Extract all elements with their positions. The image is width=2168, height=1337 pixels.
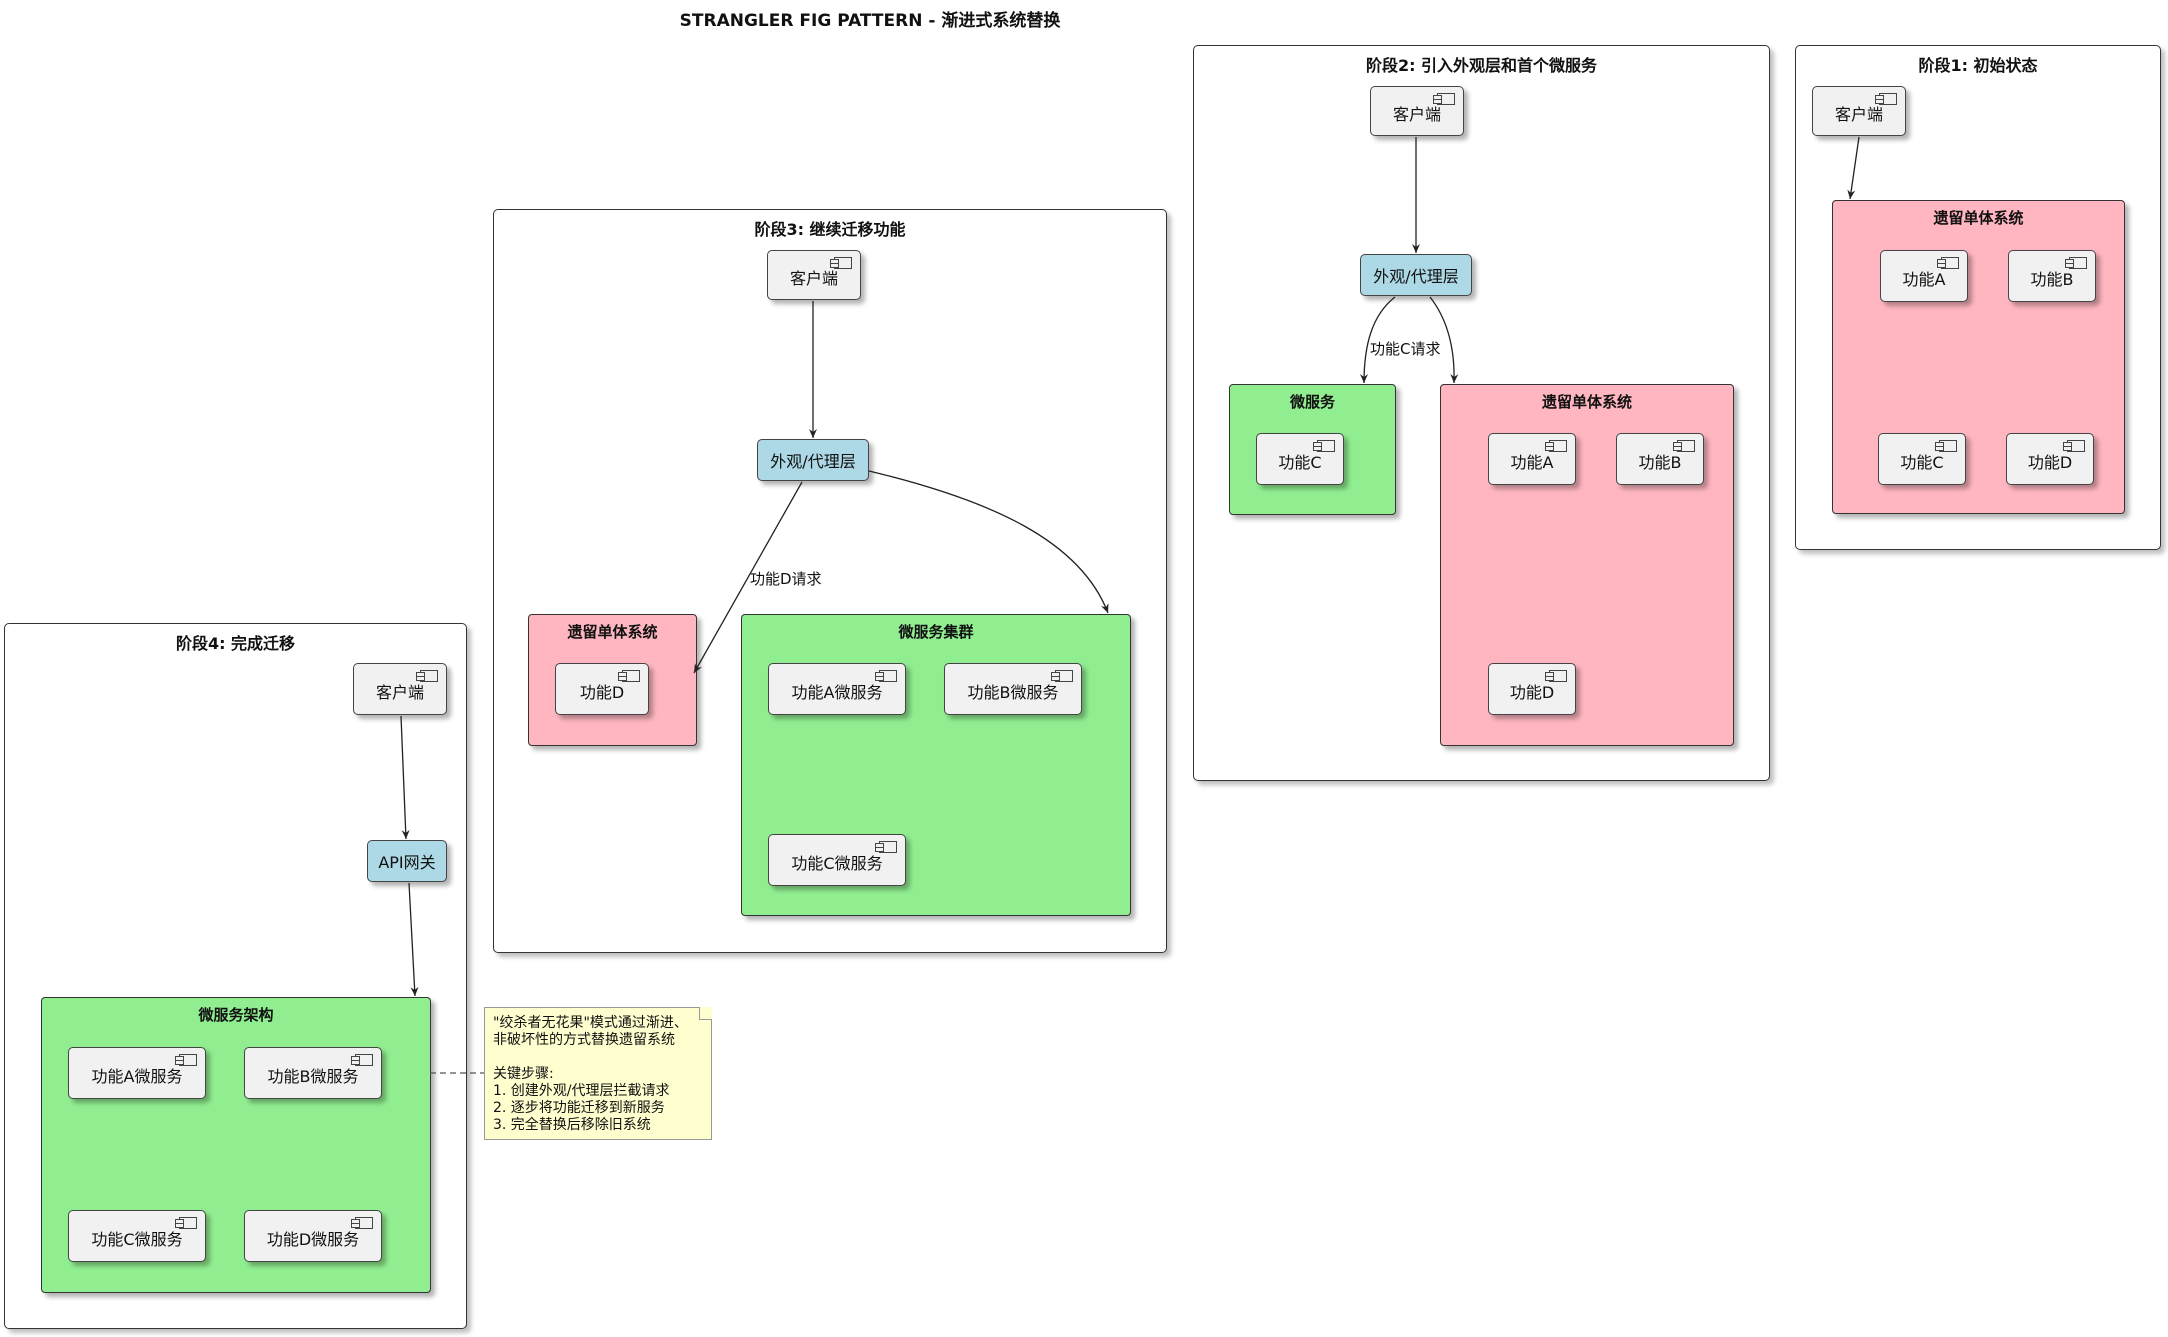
stage-4-micro-title: 微服务架构 — [198, 1006, 274, 1024]
component-icon — [830, 257, 852, 269]
stage-4-feature-d-service[interactable]: 功能D微服务 — [244, 1210, 382, 1262]
component-icon — [1673, 440, 1695, 452]
stage-3-client[interactable]: 客户端 — [767, 250, 861, 300]
stage-4-feature-c-service[interactable]: 功能C微服务 — [68, 1210, 206, 1262]
stage-4-title: 阶段4: 完成迁移 — [175, 634, 296, 653]
component-icon — [175, 1217, 197, 1229]
stage-2-legacy-title: 遗留单体系统 — [1541, 393, 1632, 411]
component-icon — [1545, 670, 1567, 682]
component-icon — [351, 1217, 373, 1229]
diagram-title: STRANGLER FIG PATTERN - 渐进式系统替换 — [679, 11, 1061, 31]
stage-3-feature-c-service[interactable]: 功能C微服务 — [768, 834, 906, 886]
stage-2-client[interactable]: 客户端 — [1370, 86, 1464, 136]
strategy-note: "绞杀者无花果"模式通过渐进、非破坏性的方式替换遗留系统关键步骤:1. 创建外观… — [484, 1007, 712, 1140]
component-icon — [618, 670, 640, 682]
stage-2-feature-b[interactable]: 功能B — [1616, 433, 1704, 485]
stage-4-api-gateway[interactable]: API网关 — [367, 840, 447, 882]
stage-1-feature-d[interactable]: 功能D — [2006, 433, 2094, 485]
stage-4-feature-b-service[interactable]: 功能B微服务 — [244, 1047, 382, 1099]
note-line-1: "绞杀者无花果"模式通过渐进、 — [493, 1015, 688, 1031]
component-icon — [1433, 93, 1455, 105]
note-line-3 — [493, 1049, 703, 1066]
stage-2-feature-a[interactable]: 功能A — [1488, 433, 1576, 485]
component-icon — [1937, 257, 1959, 269]
component-icon — [875, 670, 897, 682]
note-line-5: 1. 创建外观/代理层拦截请求 — [493, 1083, 670, 1099]
stage-2-feature-c[interactable]: 功能C — [1256, 433, 1344, 485]
component-icon — [2065, 257, 2087, 269]
note-line-2: 非破坏性的方式替换遗留系统 — [493, 1032, 675, 1048]
note-line-6: 2. 逐步将功能迁移到新服务 — [493, 1100, 665, 1116]
stage-4-feature-a-service[interactable]: 功能A微服务 — [68, 1047, 206, 1099]
note-line-7: 3. 完全替换后移除旧系统 — [493, 1117, 651, 1133]
component-icon — [875, 841, 897, 853]
stage-3-legacy-title: 遗留单体系统 — [567, 623, 658, 641]
component-icon — [2063, 440, 2085, 452]
stage-2-feature-d[interactable]: 功能D — [1488, 663, 1576, 715]
note-line-4: 关键步骤: — [493, 1066, 554, 1082]
component-icon — [175, 1054, 197, 1066]
component-icon — [1875, 93, 1897, 105]
stage-3-proxy[interactable]: 外观/代理层 — [757, 439, 869, 481]
stage-1-title: 阶段1: 初始状态 — [1918, 56, 2038, 75]
stage-2-edge-label: 功能C请求 — [1370, 340, 1441, 358]
stage-1-feature-a[interactable]: 功能A — [1880, 250, 1968, 302]
stage-4-client[interactable]: 客户端 — [353, 663, 447, 715]
stage-3-edge-label: 功能D请求 — [750, 570, 822, 588]
stage-3-title: 阶段3: 继续迁移功能 — [754, 220, 906, 239]
stage-3-feature-d[interactable]: 功能D — [555, 663, 649, 715]
stage-3-micro-title: 微服务集群 — [898, 623, 974, 641]
stage-2-title: 阶段2: 引入外观层和首个微服务 — [1365, 56, 1598, 75]
component-icon — [416, 670, 438, 682]
component-icon — [351, 1054, 373, 1066]
component-icon — [1935, 440, 1957, 452]
component-icon — [1051, 670, 1073, 682]
stage-3-feature-b-service[interactable]: 功能B微服务 — [944, 663, 1082, 715]
note-fold-corner — [699, 1007, 712, 1020]
stage-1-feature-b[interactable]: 功能B — [2008, 250, 2096, 302]
component-icon — [1313, 440, 1335, 452]
stage-1-client[interactable]: 客户端 — [1812, 86, 1906, 136]
stage-1-feature-c[interactable]: 功能C — [1878, 433, 1966, 485]
stage-3-feature-a-service[interactable]: 功能A微服务 — [768, 663, 906, 715]
stage-2-micro-title: 微服务 — [1289, 393, 1335, 411]
stage-1-legacy-title: 遗留单体系统 — [1933, 209, 2024, 227]
stage-2-proxy[interactable]: 外观/代理层 — [1360, 254, 1472, 296]
component-icon — [1545, 440, 1567, 452]
